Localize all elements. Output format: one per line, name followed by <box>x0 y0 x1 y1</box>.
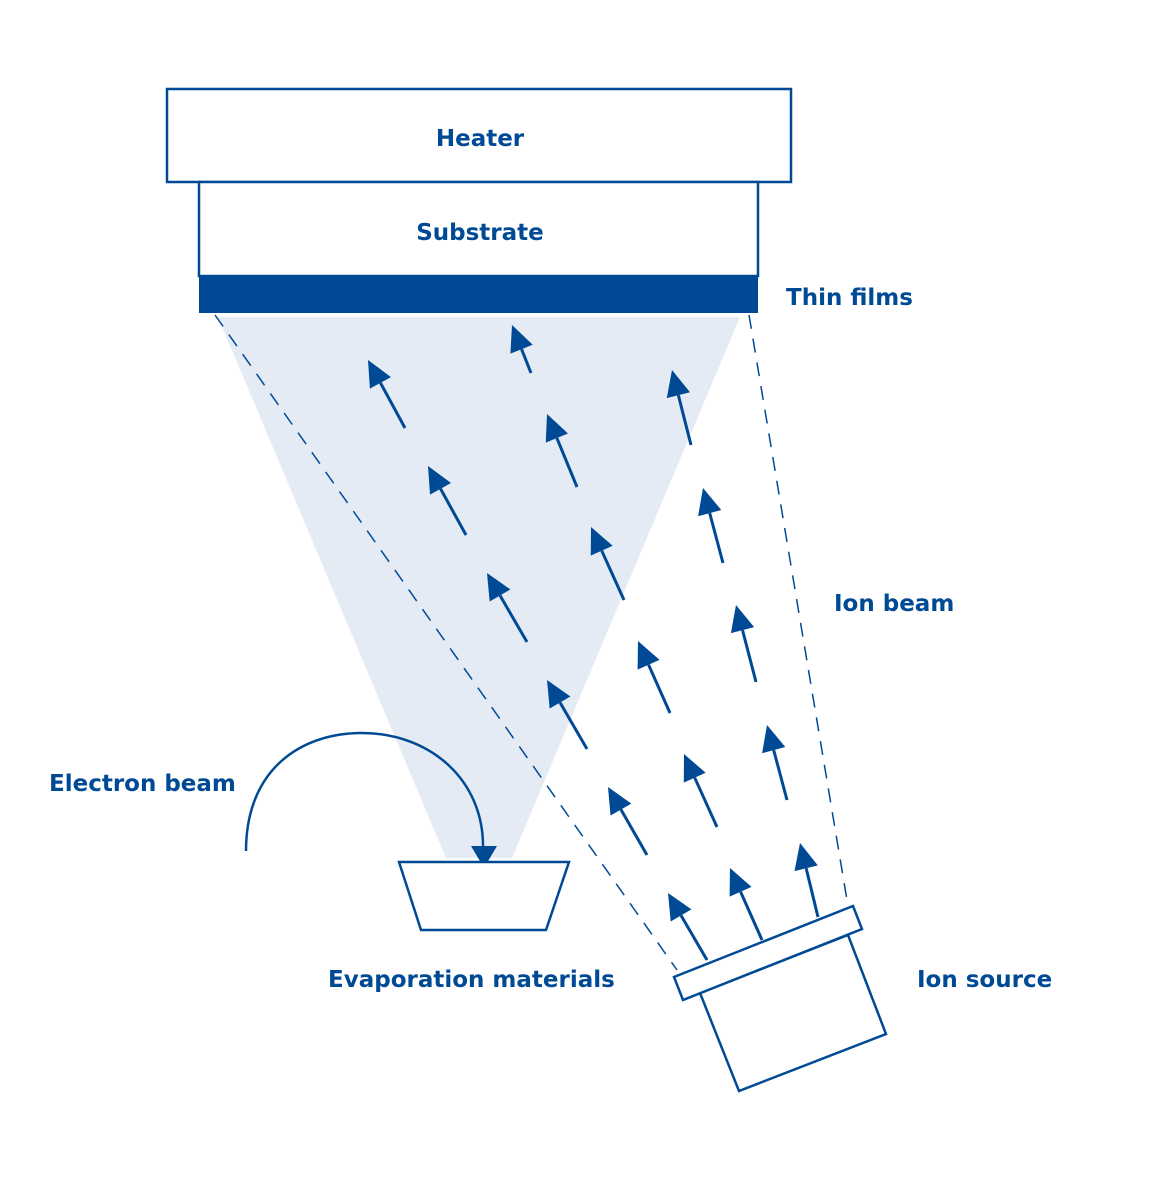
ion-beam-boundary-left <box>214 314 678 971</box>
ion-beam-arrow <box>487 573 529 643</box>
arrow-shaft <box>439 488 468 536</box>
arrowhead-icon <box>666 370 691 399</box>
arrow-shaft <box>520 348 533 374</box>
ion-beam-arrow <box>637 641 672 714</box>
arrowhead-icon <box>698 488 722 517</box>
arrowhead-icon <box>368 360 391 389</box>
ion-beam-arrow <box>668 893 709 961</box>
arrow-shaft <box>555 437 579 488</box>
crucible <box>397 860 571 932</box>
ion-beam-label: Ion beam <box>834 591 954 617</box>
arrowhead-icon <box>510 325 533 354</box>
ion-beam-arrow <box>729 868 764 941</box>
arrowhead-icon <box>730 605 755 634</box>
evaporation-plume <box>218 317 740 858</box>
arrowhead-icon <box>545 414 568 443</box>
ion-beam-boundary-right <box>748 314 849 907</box>
thin-films-label: Thin films <box>786 285 913 311</box>
arrowhead-icon <box>683 754 706 783</box>
substrate-label: Substrate <box>416 220 544 246</box>
arrow-shaft <box>600 550 626 601</box>
ion-beam-arrow <box>666 370 693 446</box>
arrow-shaft <box>804 867 820 918</box>
arrowhead-icon <box>547 680 571 709</box>
arrow-shaft <box>558 701 589 750</box>
arrow-shaft <box>647 664 672 714</box>
ion-beam-arrow <box>368 360 407 429</box>
arrow-shaft <box>676 394 693 446</box>
ion-beam-arrow <box>698 488 725 564</box>
ion-beam-arrow <box>608 787 649 856</box>
ion-beam-arrow <box>683 754 719 828</box>
electron-beam-arrowhead <box>471 846 497 868</box>
arrow-shaft <box>619 808 649 856</box>
substrate-block <box>197 180 760 278</box>
arrow-shaft <box>741 629 758 683</box>
arrowhead-icon <box>590 527 613 556</box>
arrowhead-icon <box>487 573 511 602</box>
arrow-shaft <box>679 914 709 961</box>
ion-beam-arrows <box>368 325 820 961</box>
ion-source-label: Ion source <box>917 967 1052 993</box>
heater-label: Heater <box>436 126 525 152</box>
ion-beam-arrow <box>794 843 820 918</box>
arrow-shaft <box>772 749 789 801</box>
arrowhead-icon <box>637 641 660 670</box>
ion-source-grid-plate <box>672 904 864 1002</box>
arrow-shaft <box>498 594 529 643</box>
evaporation-materials-label: Evaporation materials <box>328 967 615 993</box>
ion-beam-arrow <box>762 725 789 801</box>
ion-beam-arrow <box>428 466 468 536</box>
arrowhead-icon <box>668 893 692 922</box>
arrow-shaft <box>379 382 407 429</box>
thin-film-layer <box>199 276 758 313</box>
ion-beam-arrow <box>510 325 533 374</box>
ion-beam-arrow <box>547 680 589 750</box>
ion-beam-arrow <box>545 414 579 488</box>
arrow-shaft <box>693 777 719 828</box>
arrow-shaft <box>739 891 764 941</box>
electron-beam-path <box>244 731 485 852</box>
ion-beam-arrow <box>590 527 626 601</box>
arrowhead-icon <box>729 868 752 897</box>
arrowhead-icon <box>762 725 786 754</box>
arrowhead-icon <box>794 843 818 872</box>
arrow-shaft <box>708 512 725 564</box>
arrowhead-icon <box>608 787 632 816</box>
ion-beam-arrow <box>730 605 758 683</box>
arrowhead-icon <box>428 466 452 495</box>
electron-beam-label: Electron beam <box>49 771 236 797</box>
